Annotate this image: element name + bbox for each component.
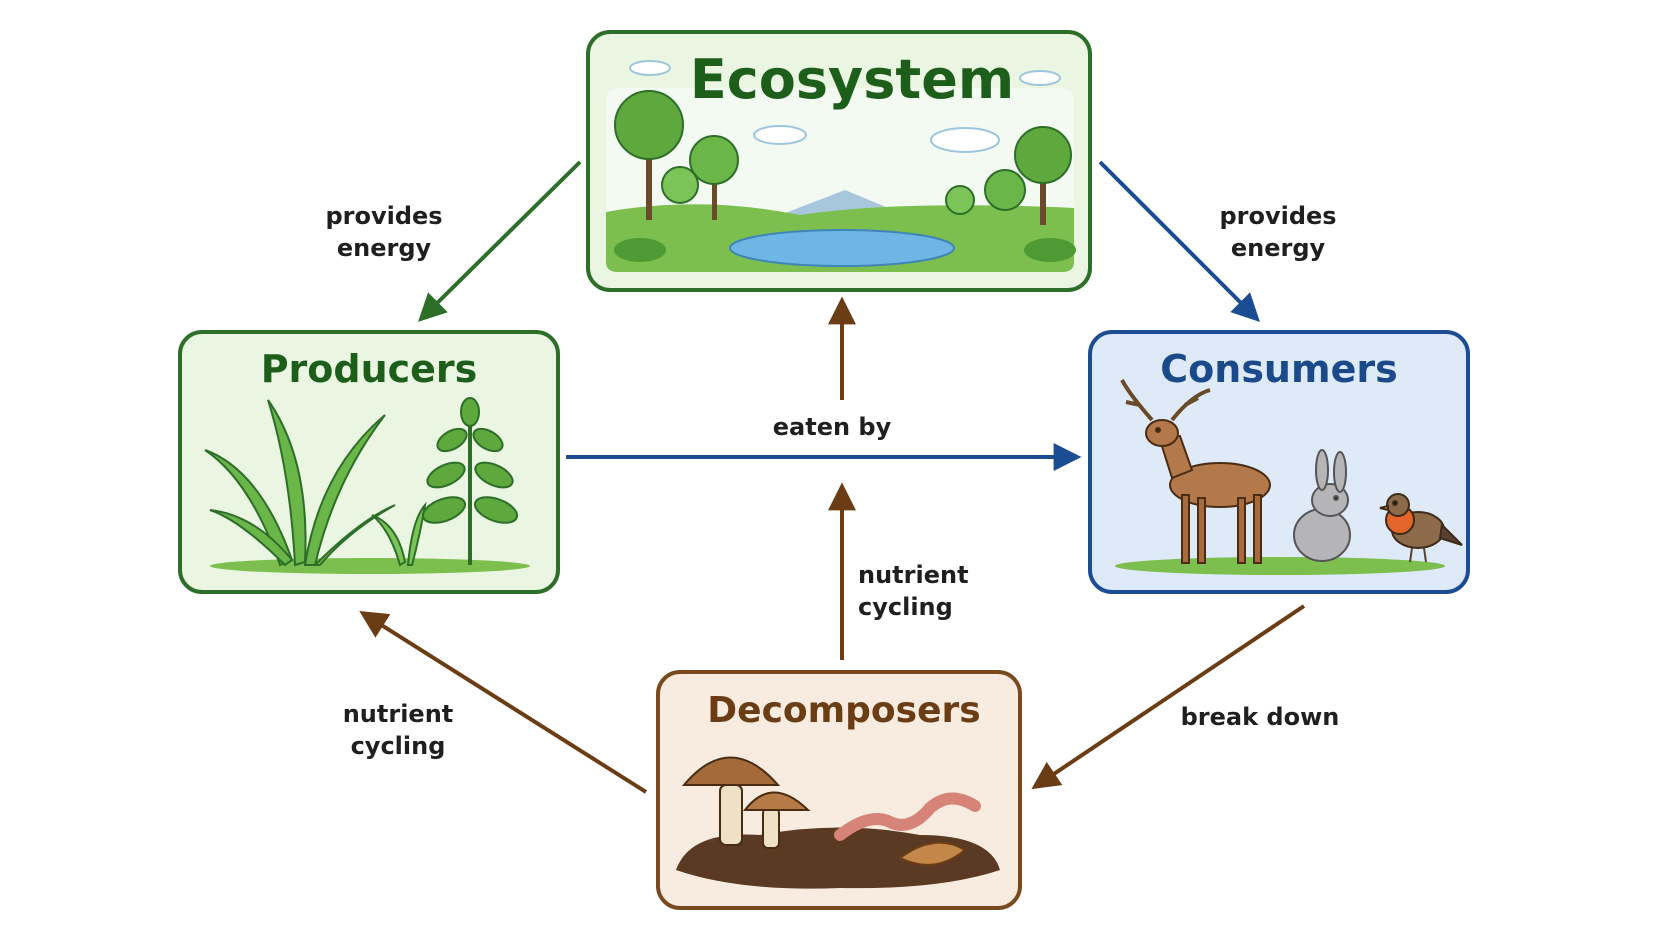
decomposers-title: Decomposers	[707, 690, 980, 731]
leaf-icon	[898, 841, 967, 866]
edge-label-eco-consumers-line2: energy	[1231, 234, 1326, 262]
edge-label-eaten-by: eaten by	[773, 413, 892, 441]
ecosystem-title: Ecosystem	[690, 48, 1014, 111]
edge-decomposers-producers: nutrient cycling	[343, 611, 648, 794]
ecosystem-illustration	[606, 60, 1076, 272]
producers-node: Producers	[178, 330, 560, 594]
edge-decomposers-ecosystem: nutrient cycling	[828, 296, 969, 660]
edge-consumers-decomposers: break down	[1031, 604, 1340, 790]
ecosystem-node: Ecosystem	[586, 30, 1092, 292]
producers-title: Producers	[261, 347, 478, 391]
edge-label-decomp-eco-line2: cycling	[858, 593, 953, 621]
mushroom-icon	[681, 756, 811, 849]
consumers-title: Consumers	[1160, 347, 1397, 391]
rabbit-icon	[1293, 449, 1351, 562]
edge-ecosystem-producers: provides energy	[325, 160, 582, 322]
edge-label-decomp-producers-line1: nutrient	[343, 700, 454, 728]
robin-icon	[1379, 493, 1463, 563]
plants-illustration	[204, 397, 530, 574]
decomposers-node: Decomposers	[656, 670, 1022, 910]
edge-label-eco-consumers-line1: provides	[1219, 202, 1336, 230]
consumers-node: Consumers	[1088, 330, 1470, 594]
decomposers-illustration	[676, 756, 1000, 889]
edge-label-decomp-eco-line1: nutrient	[858, 561, 969, 589]
edge-label-eco-producers-line2: energy	[337, 234, 432, 262]
edge-producers-consumers: eaten by	[566, 413, 1082, 471]
worm-icon	[834, 792, 981, 841]
edge-label-decomp-producers-line2: cycling	[351, 732, 446, 760]
edge-label-break-down: break down	[1181, 703, 1340, 731]
edge-label-eco-producers-line1: provides	[325, 202, 442, 230]
edge-ecosystem-consumers: provides energy	[1098, 160, 1337, 322]
deer-icon	[1120, 379, 1271, 564]
animals-illustration	[1115, 379, 1463, 575]
